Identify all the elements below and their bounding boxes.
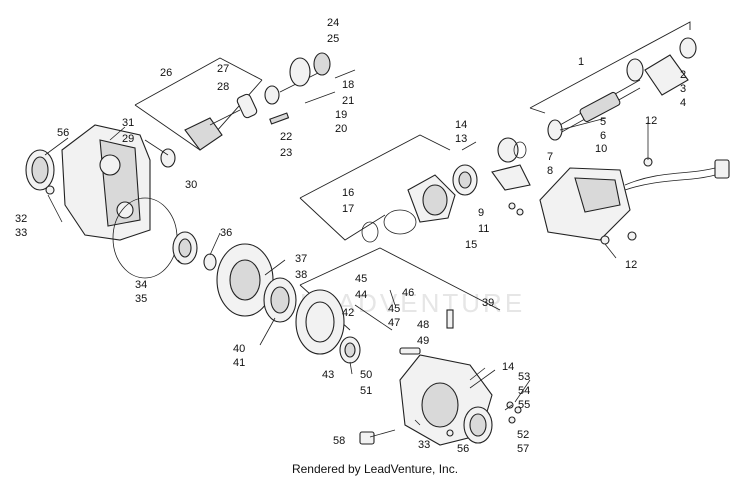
callout-19: 19 (335, 109, 347, 121)
callout-36: 36 (220, 227, 232, 239)
callout-labels: 1234567891011121213141415161718192021222… (15, 17, 686, 455)
callout-32: 32 (15, 213, 27, 225)
callout-18: 18 (342, 79, 354, 91)
callout-8: 8 (547, 165, 553, 177)
callout-49: 49 (417, 335, 429, 347)
callout-2: 2 (680, 69, 686, 81)
callout-30: 30 (185, 179, 197, 191)
callout-33: 33 (418, 439, 430, 451)
callout-15: 15 (465, 239, 477, 251)
gasket-and-bearing (112, 197, 217, 279)
callout-17: 17 (342, 203, 354, 215)
callout-20: 20 (335, 123, 347, 135)
callout-21: 21 (342, 95, 354, 107)
callout-56: 56 (457, 443, 469, 455)
callout-10: 10 (595, 143, 607, 155)
callout-56: 56 (57, 127, 69, 139)
pinion-assembly (160, 52, 356, 168)
callout-1: 1 (578, 56, 584, 68)
callout-48: 48 (417, 319, 429, 331)
actuator (539, 157, 730, 245)
callout-14: 14 (455, 119, 467, 131)
callout-3: 3 (680, 83, 686, 95)
callout-31: 31 (122, 117, 134, 129)
callout-14: 14 (502, 361, 514, 373)
callout-25: 25 (327, 33, 339, 45)
callout-7: 7 (547, 151, 553, 163)
callout-26: 26 (160, 67, 172, 79)
callout-47: 47 (388, 317, 400, 329)
callout-45: 45 (388, 303, 400, 315)
callout-5: 5 (600, 116, 606, 128)
callout-51: 51 (360, 385, 372, 397)
callout-12: 12 (645, 115, 657, 127)
callout-13: 13 (455, 133, 467, 145)
callout-39: 39 (482, 297, 494, 309)
callout-40: 40 (233, 343, 245, 355)
callout-58: 58 (333, 435, 345, 447)
shaft-and-boot (547, 37, 697, 141)
callout-42: 42 (342, 307, 354, 319)
callout-24: 24 (327, 17, 339, 29)
callout-37: 37 (295, 253, 307, 265)
callout-46: 46 (402, 287, 414, 299)
ring-gear-differential (216, 243, 361, 364)
callout-34: 34 (135, 279, 147, 291)
coupler-assembly (361, 137, 531, 243)
callout-45: 45 (355, 273, 367, 285)
cover-right (354, 304, 522, 446)
callout-23: 23 (280, 147, 292, 159)
callout-27: 27 (217, 63, 229, 75)
callout-50: 50 (360, 369, 372, 381)
callout-53: 53 (518, 371, 530, 383)
callout-54: 54 (518, 385, 530, 397)
callout-6: 6 (600, 130, 606, 142)
callout-9: 9 (478, 207, 484, 219)
callout-28: 28 (217, 81, 229, 93)
render-credit: Rendered by LeadVenture, Inc. (291, 462, 459, 476)
housing-left (25, 124, 151, 241)
callout-33: 33 (15, 227, 27, 239)
leader-lines (44, 117, 649, 438)
callout-12: 12 (625, 259, 637, 271)
callout-22: 22 (280, 131, 292, 143)
callout-16: 16 (342, 187, 354, 199)
callout-52: 52 (517, 429, 529, 441)
callout-29: 29 (122, 133, 134, 145)
callout-55: 55 (518, 399, 530, 411)
callout-43: 43 (322, 369, 334, 381)
callout-38: 38 (295, 269, 307, 281)
callout-57: 57 (517, 443, 529, 455)
callout-35: 35 (135, 293, 147, 305)
callout-44: 44 (355, 289, 367, 301)
callout-4: 4 (680, 97, 686, 109)
callout-41: 41 (233, 357, 245, 369)
callout-11: 11 (478, 223, 489, 235)
